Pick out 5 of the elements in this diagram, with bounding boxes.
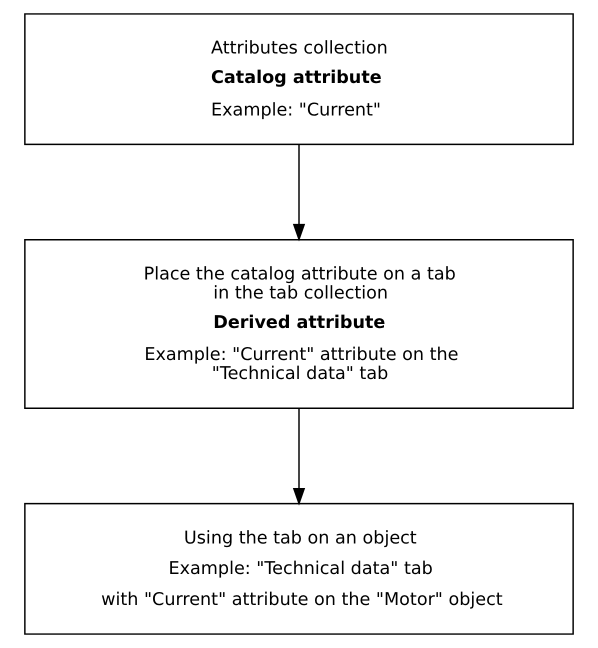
node-box: Place the catalog attribute on a tab in the tab collection Derived attribute Example: "Current" attribute on the "Technical data" tab	[24, 238, 574, 410]
arrow	[292, 144, 306, 242]
node-box: Attributes collection Catalog attribute Example: "Current"	[24, 13, 574, 146]
node-box: Using the tab on an object Example: "Technical data" tab with "Current" attribute on the "Motor" object	[24, 502, 574, 635]
arrow	[292, 408, 306, 506]
